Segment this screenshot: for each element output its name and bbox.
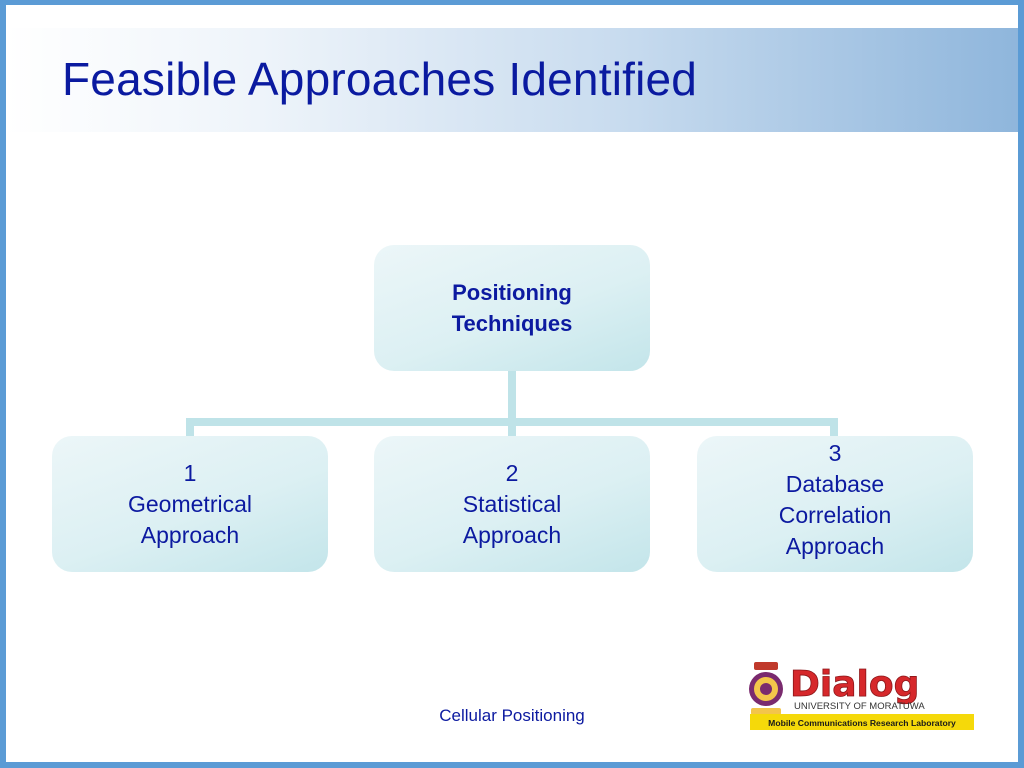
node-database-correlation-approach: 3 Database Correlation Approach bbox=[697, 436, 973, 572]
node-line: Statistical bbox=[462, 490, 562, 517]
lab-name: Mobile Communications Research Laborator… bbox=[768, 718, 956, 728]
slide-footer: Cellular Positioning bbox=[439, 706, 585, 725]
node-line: Approach bbox=[785, 533, 885, 559]
title-band bbox=[6, 28, 1018, 132]
node-positioning-techniques: Positioning Techniques bbox=[374, 245, 650, 371]
node-number: 1 bbox=[183, 459, 197, 486]
node-root-line-2: Techniques bbox=[451, 311, 573, 336]
node-line: Approach bbox=[462, 521, 562, 548]
dialog-wordmark: Dialog bbox=[790, 664, 919, 705]
node-geometrical-approach: 1 Geometrical Approach bbox=[52, 436, 328, 572]
node-number: 3 bbox=[828, 440, 842, 466]
node-line: Correlation bbox=[778, 502, 892, 528]
node-line: Approach bbox=[140, 521, 240, 548]
dialog-uom-logo: Dialog UNIVERSITY OF MORATUWA Mobile Com… bbox=[749, 662, 974, 730]
node-statistical-approach: 2 Statistical Approach bbox=[374, 436, 650, 572]
node-line: Geometrical bbox=[128, 490, 252, 517]
university-seal-icon bbox=[749, 662, 783, 715]
slide-title: Feasible Approaches Identified bbox=[62, 53, 698, 105]
university-name: UNIVERSITY OF MORATUWA bbox=[794, 701, 925, 712]
node-root-line-1: Positioning bbox=[452, 280, 572, 305]
node-number: 2 bbox=[505, 459, 519, 486]
node-line: Database bbox=[785, 471, 885, 497]
lab-band bbox=[750, 714, 974, 730]
